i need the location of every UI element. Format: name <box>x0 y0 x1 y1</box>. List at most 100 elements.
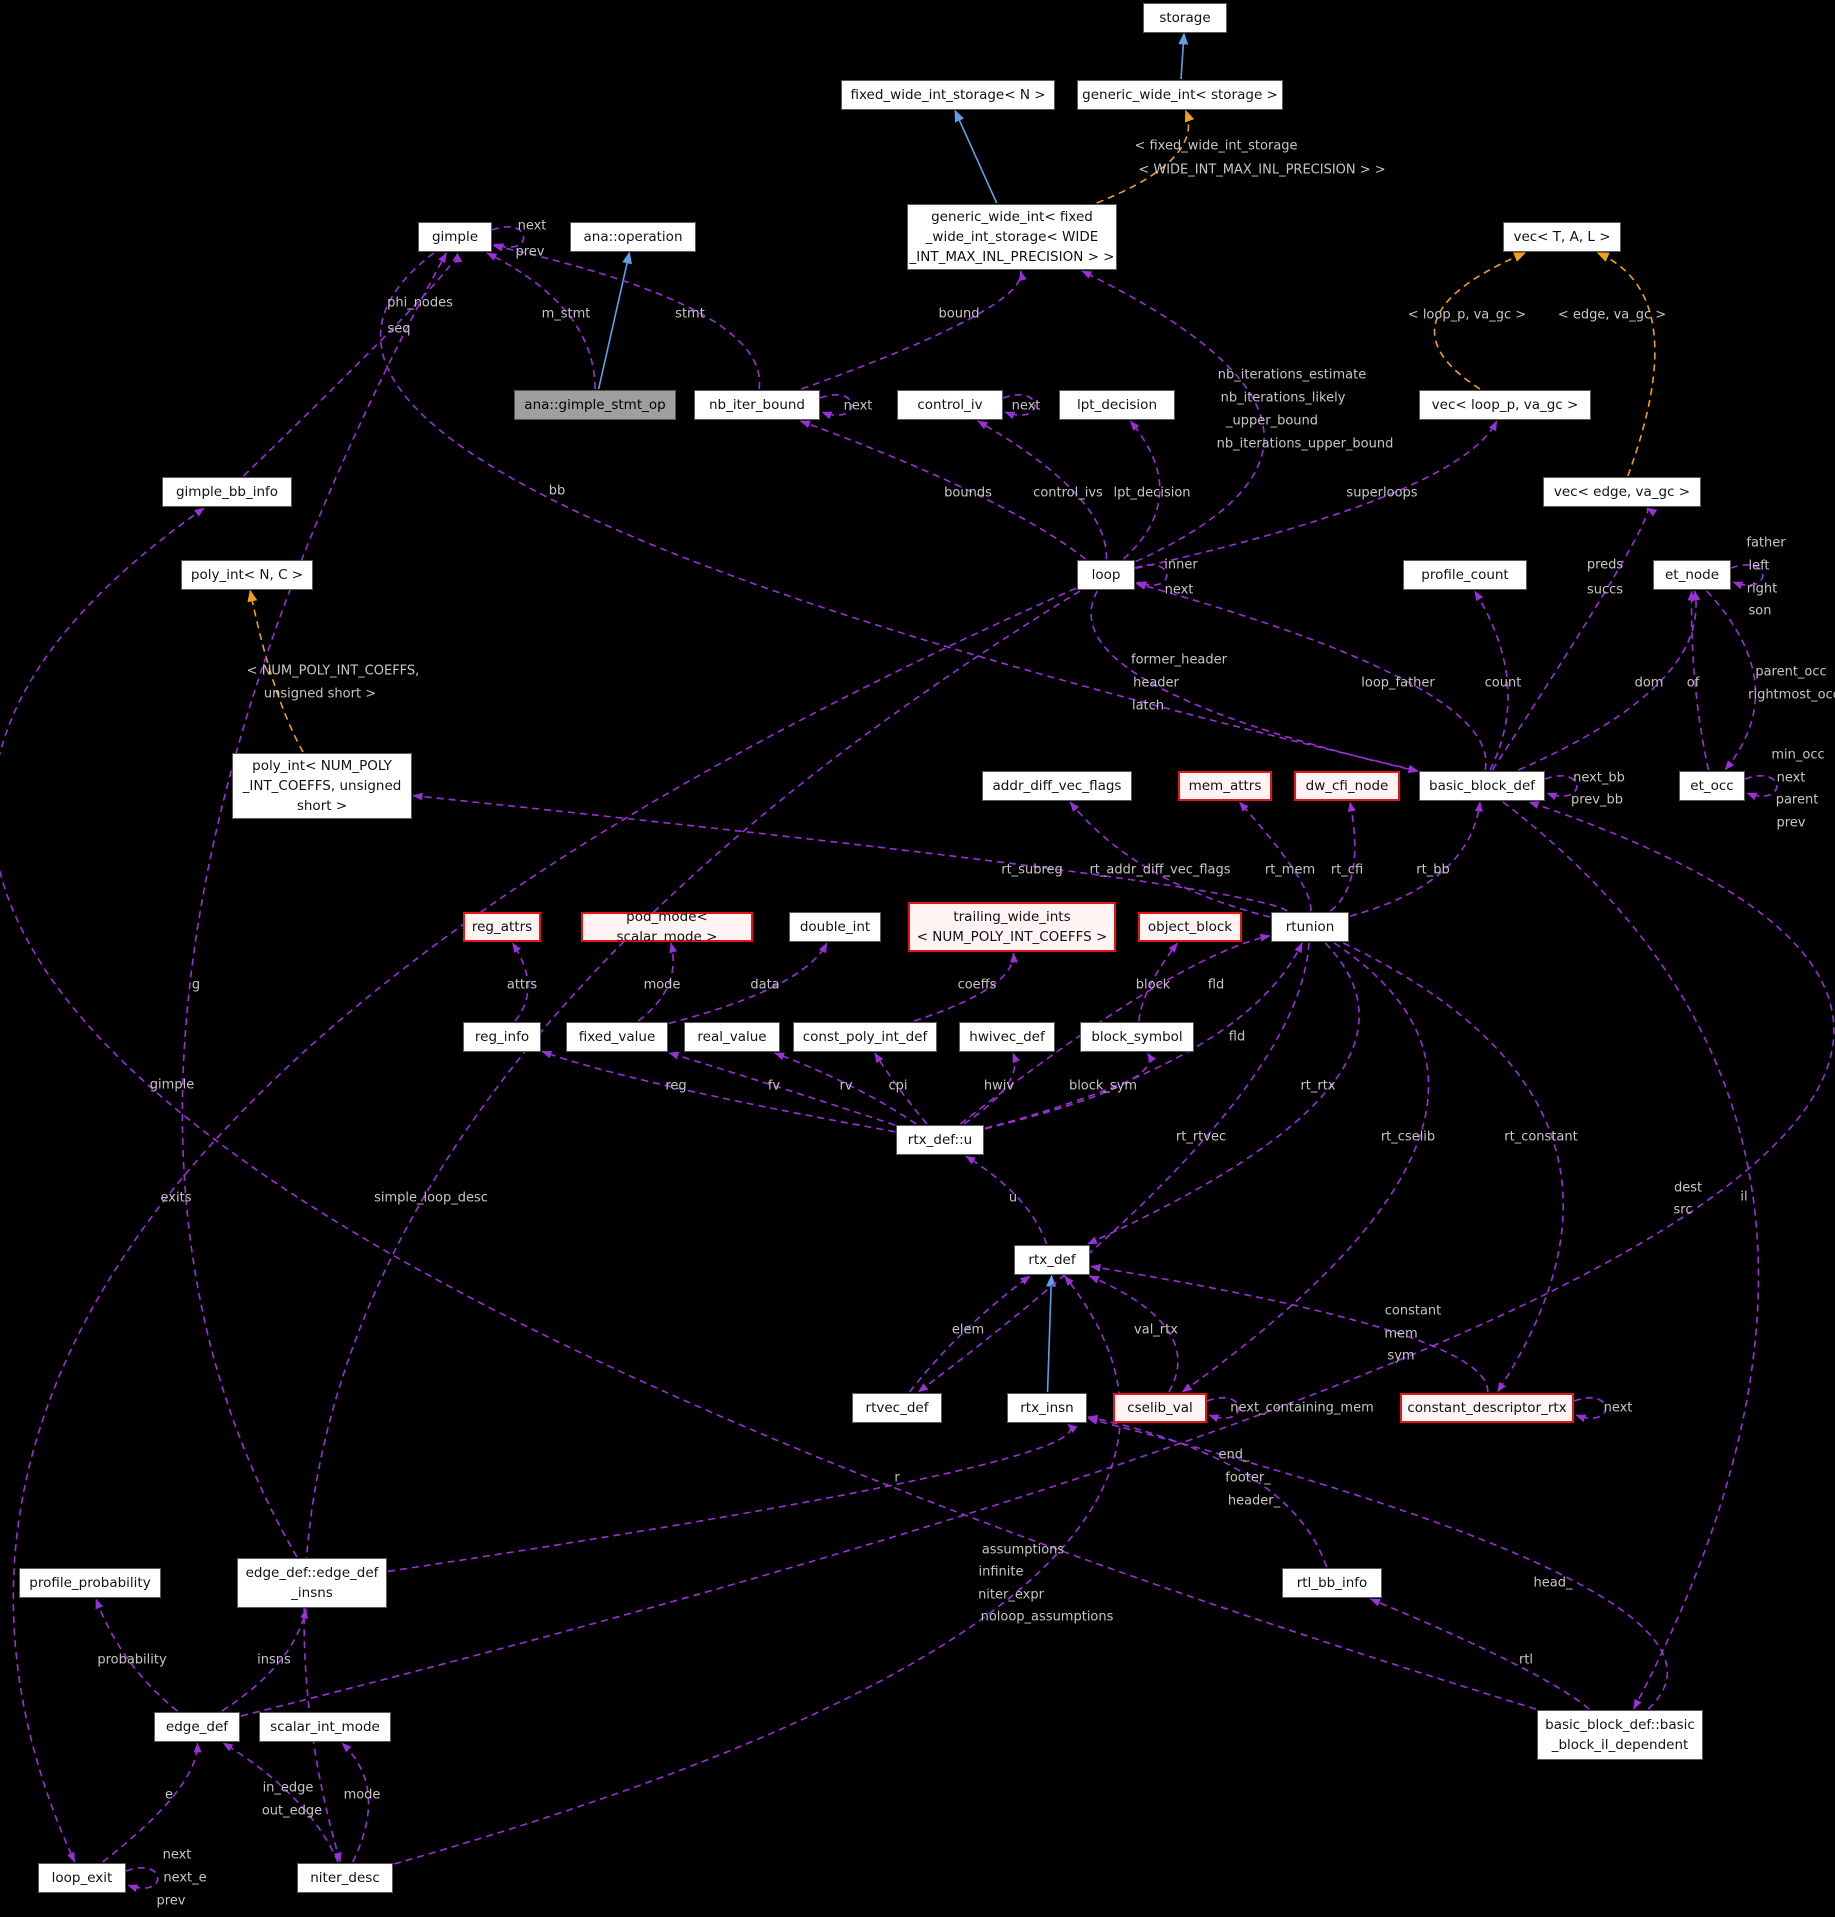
node-lpt[interactable]: lpt_decision <box>1059 390 1175 420</box>
edge-label: min_occ <box>1771 747 1825 763</box>
node-rtxdef[interactable]: rtx_def <box>1014 1245 1090 1275</box>
node-ana_gso[interactable]: ana::gimple_stmt_op <box>514 390 676 420</box>
edge <box>597 251 632 390</box>
edge-label: next <box>162 1847 192 1863</box>
node-reg_info[interactable]: reg_info <box>463 1022 541 1052</box>
edge <box>1134 564 1168 590</box>
node-cdrtx[interactable]: constant_descriptor_rtx <box>1400 1393 1574 1423</box>
edge-label: rt_mem <box>1264 862 1316 878</box>
node-dint[interactable]: double_int <box>789 912 881 942</box>
edge-label: rt_addr_diff_vec_flags <box>1089 862 1231 878</box>
node-loopexit[interactable]: loop_exit <box>38 1863 126 1893</box>
edge-label: elem <box>951 1322 985 1338</box>
edge-label: latch <box>1131 698 1165 714</box>
node-civ[interactable]: control_iv <box>897 390 1003 420</box>
edge <box>1206 1397 1240 1423</box>
node-gimple[interactable]: gimple <box>418 222 492 252</box>
edge <box>95 1598 178 1712</box>
edge-label: unsigned short > <box>263 686 377 702</box>
edge <box>222 1742 339 1863</box>
node-niter[interactable]: niter_desc <box>297 1863 393 1893</box>
edge <box>491 226 525 252</box>
edge <box>303 590 1081 1863</box>
node-storage[interactable]: storage <box>1143 3 1227 33</box>
node-mem_attrs[interactable]: mem_attrs <box>1178 771 1272 801</box>
node-fwis_n[interactable]: fixed_wide_int_storage< N > <box>841 80 1055 110</box>
node-sim[interactable]: scalar_int_mode <box>259 1712 391 1742</box>
node-rtunion[interactable]: rtunion <box>1271 912 1349 942</box>
node-gwi_fixed[interactable]: generic_wide_int< fixed _wide_int_storag… <box>907 204 1117 270</box>
edge-label: e <box>165 1787 173 1803</box>
edge-label: nb_iterations_likely <box>1220 390 1346 406</box>
node-edi[interactable]: edge_def::edge_def _insns <box>237 1558 387 1608</box>
node-etnode[interactable]: et_node <box>1653 560 1731 590</box>
node-blksym[interactable]: block_symbol <box>1080 1022 1194 1052</box>
edge-label: rtl <box>1518 1652 1534 1668</box>
edge-label: in_edge <box>262 1780 314 1796</box>
edge <box>387 1423 1078 1573</box>
node-hwivec[interactable]: hwivec_def <box>959 1022 1055 1052</box>
edge <box>1096 109 1195 204</box>
edge <box>0 507 1537 1710</box>
edge-label: phi_nodes <box>387 295 453 311</box>
node-poly_nc[interactable]: poly_int< N, C > <box>181 560 313 590</box>
node-objblk[interactable]: object_block <box>1138 912 1242 942</box>
node-cselib[interactable]: cselib_val <box>1113 1393 1207 1423</box>
edge-label: next_containing_mem <box>1230 1400 1374 1416</box>
edge <box>1573 1397 1607 1423</box>
node-edgedef[interactable]: edge_def <box>154 1712 240 1742</box>
node-pprob[interactable]: profile_probability <box>19 1568 161 1598</box>
node-bbd[interactable]: basic_block_def <box>1419 771 1545 801</box>
node-gwi_storage[interactable]: generic_wide_int< storage > <box>1077 80 1283 110</box>
edge-label: block_sym <box>1068 1078 1138 1094</box>
edge-label: assumptions <box>981 1542 1065 1558</box>
edge-label: head_ <box>1533 1575 1573 1591</box>
node-dwcfi[interactable]: dw_cfi_node <box>1294 771 1400 801</box>
node-vec_edge[interactable]: vec< edge, va_gc > <box>1543 477 1701 507</box>
node-rbi[interactable]: rtl_bb_info <box>1282 1568 1382 1598</box>
node-reg_attrs[interactable]: reg_attrs <box>463 912 541 942</box>
edge <box>1744 775 1778 801</box>
edge-label: block <box>1135 977 1171 993</box>
edge <box>511 942 529 1022</box>
edge <box>1090 590 1419 774</box>
edge <box>1474 590 1509 771</box>
edge-label: m_stmt <box>541 306 591 322</box>
node-etocc[interactable]: et_occ <box>1679 771 1745 801</box>
node-rtxu[interactable]: rtx_def::u <box>896 1125 984 1155</box>
edge <box>917 942 1310 1393</box>
node-real_value[interactable]: real_value <box>684 1022 780 1052</box>
edge-label: former_header <box>1131 652 1227 668</box>
node-loop[interactable]: loop <box>1077 560 1135 590</box>
node-vec_tal[interactable]: vec< T, A, L > <box>1503 222 1621 252</box>
edge <box>240 801 1835 1717</box>
edge-label: next <box>1776 770 1806 786</box>
node-vec_loop[interactable]: vec< loop_p, va_gc > <box>1419 390 1591 420</box>
edge-label: lpt_decision <box>1113 485 1191 501</box>
node-poly_num[interactable]: poly_int< NUM_POLY _INT_COEFFS, unsigned… <box>232 753 412 819</box>
node-podmode[interactable]: pod_mode< scalar_mode > <box>581 909 753 945</box>
edge <box>393 1275 1122 1865</box>
edge <box>668 1051 896 1126</box>
node-cpid[interactable]: const_poly_int_def <box>793 1022 937 1052</box>
node-nib[interactable]: nb_iter_bound <box>694 390 820 420</box>
node-advf[interactable]: addr_diff_vec_flags <box>982 771 1132 801</box>
edge <box>819 394 853 420</box>
edge-label: < NUM_POLY_INT_COEFFS, <box>246 663 420 679</box>
edge-label: next <box>1603 1400 1633 1416</box>
node-bbil[interactable]: basic_block_def::basic _block_il_depende… <box>1537 1710 1703 1760</box>
edge <box>668 942 828 1025</box>
node-rtvec[interactable]: rtvec_def <box>852 1393 942 1423</box>
node-rtxinsn[interactable]: rtx_insn <box>1007 1393 1087 1423</box>
node-gbi[interactable]: gimple_bb_info <box>162 477 292 507</box>
node-pcount[interactable]: profile_count <box>1403 560 1527 590</box>
edge <box>1706 590 1757 771</box>
edge <box>774 1052 917 1125</box>
edge-label: cpi <box>888 1078 908 1094</box>
node-twi[interactable]: trailing_wide_ints < NUM_POLY_INT_COEFFS… <box>908 902 1116 952</box>
edge <box>242 252 463 477</box>
node-fixed_value[interactable]: fixed_value <box>566 1022 668 1052</box>
node-ana_op[interactable]: ana::operation <box>570 222 696 252</box>
edge-label: bb <box>548 483 566 499</box>
edge-label: prev <box>515 244 545 260</box>
